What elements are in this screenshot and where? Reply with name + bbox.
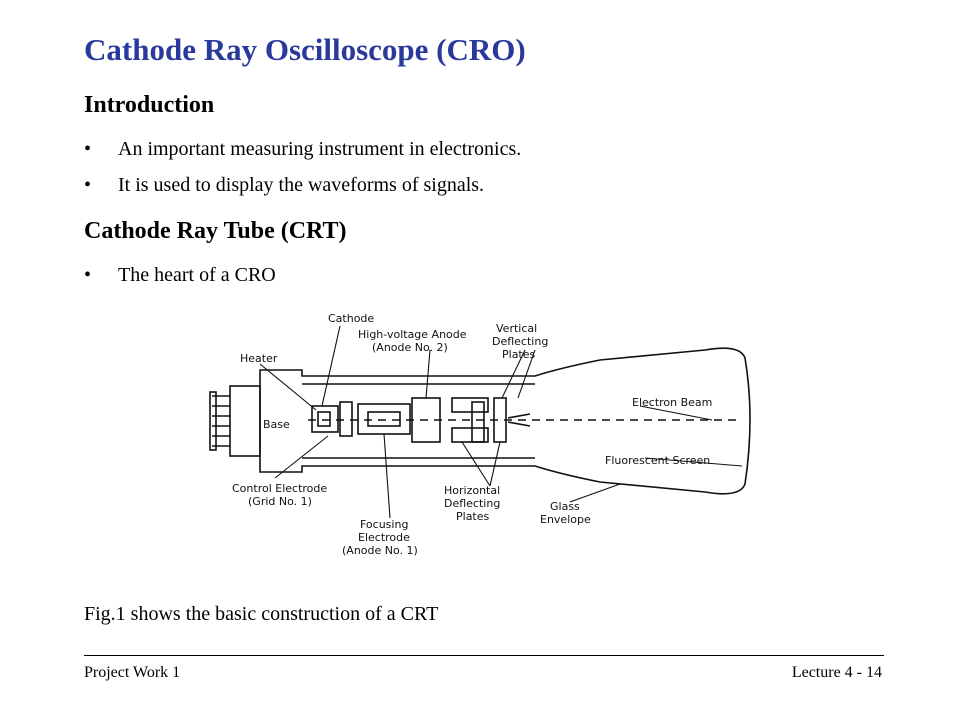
bullet-glyph: • xyxy=(84,138,92,160)
bullet-text: An important measuring instrument in ele… xyxy=(118,138,522,160)
label-focusing-line3: (Anode No. 1) xyxy=(342,544,418,557)
vertical-plate xyxy=(451,427,489,443)
label-glass-line1: Glass xyxy=(550,500,580,513)
section-heading-introduction: Introduction xyxy=(84,92,215,118)
base-pins xyxy=(209,391,230,451)
label-glass-line2: Envelope xyxy=(540,513,591,526)
focusing-anode xyxy=(357,403,411,435)
label-heater: Heater xyxy=(240,352,278,365)
bullet-item: • It is used to display the waveforms of … xyxy=(84,174,484,197)
figure-caption: Fig.1 shows the basic construction of a … xyxy=(84,603,439,625)
label-horizontal-line3: Plates xyxy=(456,510,490,523)
base-block xyxy=(229,385,261,457)
label-control-line1: Control Electrode xyxy=(232,482,327,495)
label-horizontal-line1: Horizontal xyxy=(444,484,500,497)
label-focusing-line2: Electrode xyxy=(358,531,410,544)
footer-divider xyxy=(84,655,884,656)
label-hv-anode-line1: High-voltage Anode xyxy=(358,328,467,341)
vertical-plate xyxy=(451,397,489,413)
control-grid xyxy=(339,401,353,437)
label-vertical-line1: Vertical xyxy=(496,322,537,335)
label-fluorescent-screen: Fluorescent Screen xyxy=(605,454,710,467)
footer-course: Project Work 1 xyxy=(84,664,181,681)
label-focusing-line1: Focusing xyxy=(360,518,408,531)
bullet-text: The heart of a CRO xyxy=(118,264,276,286)
bullet-text: It is used to display the waveforms of s… xyxy=(118,174,485,196)
crt-diagram: Cathode Heater High-voltage Anode (Anode… xyxy=(209,312,751,557)
label-vertical-line3: Plates xyxy=(502,348,536,361)
bullet-glyph: • xyxy=(84,174,92,196)
bullet-item: • The heart of a CRO xyxy=(84,264,276,287)
bullet-item: • An important measuring instrument in el… xyxy=(84,138,521,161)
section-heading-crt: Cathode Ray Tube (CRT) xyxy=(84,218,347,244)
cathode-element xyxy=(311,405,339,433)
label-control-line2: (Grid No. 1) xyxy=(248,495,312,508)
footer-page-number: Lecture 4 - 14 xyxy=(791,664,882,681)
bullet-glyph: • xyxy=(84,264,92,286)
glass-envelope xyxy=(259,347,751,495)
label-hv-anode-line2: (Anode No. 2) xyxy=(372,341,448,354)
slide-title: Cathode Ray Oscilloscope (CRO) xyxy=(84,32,526,67)
horizontal-plate xyxy=(471,401,485,443)
label-horizontal-line2: Deflecting xyxy=(444,497,500,510)
label-cathode: Cathode xyxy=(328,312,374,325)
label-electron-beam: Electron Beam xyxy=(632,396,712,409)
label-vertical-line2: Deflecting xyxy=(492,335,548,348)
label-base: Base xyxy=(263,418,290,431)
